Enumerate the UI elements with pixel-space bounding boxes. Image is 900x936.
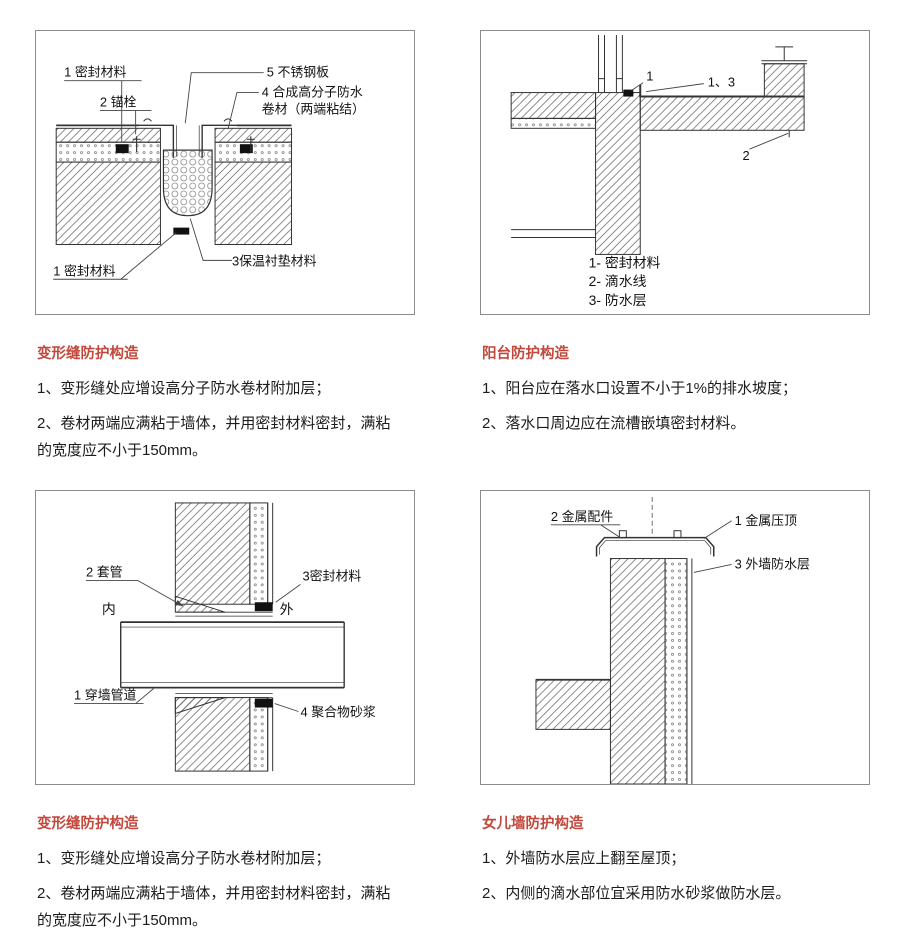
exterior-insulation	[664, 558, 688, 784]
legend-item-1: 1- 密封材料	[589, 254, 661, 270]
seal-block-bottom	[254, 698, 273, 708]
label-membrane-line1: 4 合成高分子防水	[262, 85, 363, 100]
label-seal: 3密封材料	[302, 568, 361, 583]
anchor-bolts	[132, 136, 255, 153]
waterproof-layer-line	[639, 84, 805, 98]
legend-item-3: 3- 防水层	[589, 292, 647, 308]
seal-block-door	[623, 89, 634, 97]
note-balcony-2: 2、落水口周边应在流槽嵌填密封材料。	[482, 415, 746, 432]
note-parapet-2: 2、内侧的滴水部位宜采用防水砂浆做防水层。	[482, 885, 791, 902]
deformation-joint-drawing: 1 密封材料 2 锚栓 5 不锈钢板 4 合成高分子防水 卷材（两端粘结） 1 …	[53, 65, 365, 280]
parapet-drawing: 2 金属配件 1 金属压顶 3 外墙防水层	[535, 496, 810, 784]
label-mortar: 4 聚合物砂浆	[300, 704, 375, 719]
balcony-drawing: 1 1、3 2 1- 密封材料 2- 滴水线 3- 防水层	[510, 34, 808, 308]
wall-column	[595, 92, 641, 255]
metal-fitting-clip	[673, 530, 682, 539]
balcony-leader-lines	[631, 82, 789, 150]
parapet-labels: 2 金属配件 1 金属压顶 3 外墙防水层	[551, 509, 810, 572]
label-pipe: 1 穿墙管道	[74, 688, 136, 703]
pipe-leader-lines	[74, 579, 301, 712]
pipe-body	[120, 621, 345, 689]
balcony-slab	[639, 96, 805, 131]
section-title-parapet: 女儿墙防护构造	[482, 816, 584, 832]
balcony-structure	[510, 34, 808, 255]
section-balcony: 1 1、3 2 1- 密封材料 2- 滴水线 3- 防水层 阳台防护构造 1、阳…	[480, 30, 870, 445]
parapet-wall	[609, 558, 666, 784]
label-seal-top: 1 密封材料	[64, 65, 126, 80]
pipe-structure	[120, 502, 345, 772]
section-pipe-penetration: 2 套管 内 外 3密封材料 1 穿墙管道 4 聚合物砂浆 变形缝防护构造 1、…	[35, 490, 415, 936]
sleeve-lines	[175, 611, 273, 698]
label-outside: 外	[280, 601, 294, 617]
label-metal-coping: 1 金属压顶	[735, 513, 797, 528]
metal-coping-profile	[595, 536, 715, 557]
label-steel-plate: 5 不锈钢板	[267, 65, 329, 80]
edge-upstand	[763, 63, 805, 98]
seal-block-right	[239, 144, 253, 154]
insulation-pad-shape	[162, 149, 213, 217]
label-membrane-line2: 卷材（两端粘结）	[262, 101, 365, 116]
metal-fitting-clip	[618, 530, 627, 539]
joint-structure	[55, 118, 293, 245]
note-parapet-1: 1、外墙防水层应上翻至屋顶；	[482, 850, 686, 867]
diagram-box-deformation-joint: 1 密封材料 2 锚栓 5 不锈钢板 4 合成高分子防水 卷材（两端粘结） 1 …	[35, 30, 415, 315]
wall-upper	[174, 502, 251, 605]
label-seal-bottom: 1 密封材料	[53, 263, 115, 278]
legend-item-2: 2- 滴水线	[589, 273, 647, 289]
label-anchor: 2 锚栓	[100, 94, 137, 109]
label-inside: 内	[102, 601, 116, 617]
pipe-drawing: 2 套管 内 外 3密封材料 1 穿墙管道 4 聚合物砂浆	[74, 502, 376, 772]
diagram-box-parapet: 2 金属配件 1 金属压顶 3 外墙防水层	[480, 490, 870, 785]
callout-1: 1	[646, 69, 653, 84]
note-pipe-2: 2、卷材两端应满粘于墙体，并用密封材料密封，满粘的宽度应不小于150mm。	[37, 885, 391, 929]
diagram-box-pipe: 2 套管 内 外 3密封材料 1 穿墙管道 4 聚合物砂浆	[35, 490, 415, 785]
joint-labels: 1 密封材料 2 锚栓 5 不锈钢板 4 合成高分子防水 卷材（两端粘结） 1 …	[53, 65, 365, 279]
seal-block-bottom	[173, 227, 190, 235]
joint-leader-lines	[53, 72, 264, 280]
parapet-leader-lines	[550, 520, 732, 573]
label-wall-waterproof: 3 外墙防水层	[735, 556, 810, 571]
pipe-labels: 2 套管 内 外 3密封材料 1 穿墙管道 4 聚合物砂浆	[74, 564, 376, 719]
section-title-balcony: 阳台防护构造	[482, 346, 569, 362]
label-sleeve: 2 套管	[86, 564, 123, 579]
note-joint-top-2: 2、卷材两端应满粘于墙体，并用密封材料密封，满粘的宽度应不小于150mm。	[37, 415, 391, 459]
section-deformation-joint-top: 1 密封材料 2 锚栓 5 不锈钢板 4 合成高分子防水 卷材（两端粘结） 1 …	[35, 30, 415, 472]
roof-slab	[535, 679, 611, 730]
callout-1-3: 1、3	[708, 75, 735, 90]
parapet-structure	[535, 496, 715, 784]
label-metal-fittings: 2 金属配件	[551, 509, 613, 524]
seal-block-left	[115, 144, 129, 154]
section-title-joint-top: 变形缝防护构造	[37, 346, 139, 362]
note-joint-top-1: 1、变形缝处应增设高分子防水卷材附加层；	[37, 380, 331, 397]
note-pipe-1: 1、变形缝处应增设高分子防水卷材附加层；	[37, 850, 331, 867]
diagram-box-balcony: 1 1、3 2 1- 密封材料 2- 滴水线 3- 防水层	[480, 30, 870, 315]
label-insulation-pad: 3保温衬垫材料	[232, 253, 317, 268]
note-balcony-1: 1、阳台应在落水口设置不小于1%的排水坡度；	[482, 380, 798, 397]
exterior-waterproof-lines	[686, 558, 693, 784]
callout-2: 2	[743, 148, 750, 163]
door-frame	[598, 34, 623, 93]
section-title-pipe: 变形缝防护构造	[37, 816, 139, 832]
seal-block-top	[254, 602, 273, 612]
section-parapet: 2 金属配件 1 金属压顶 3 外墙防水层 女儿墙防护构造 1、外墙防水层应上翻…	[480, 490, 870, 915]
balcony-labels: 1 1、3 2 1- 密封材料 2- 滴水线 3- 防水层	[589, 69, 750, 308]
